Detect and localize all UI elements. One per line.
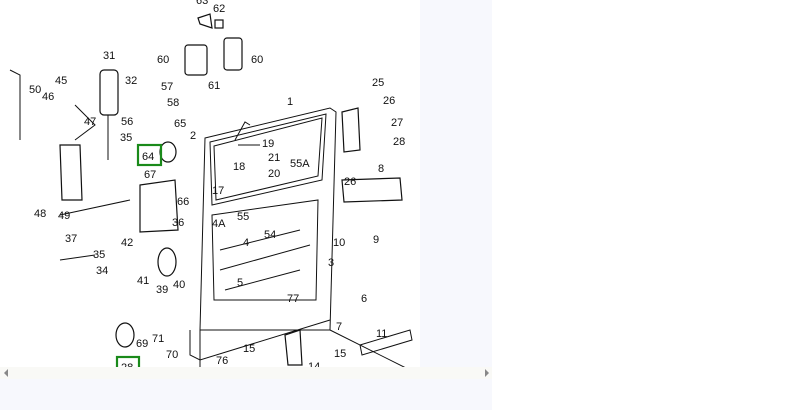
part-label-7[interactable]: 7 (336, 321, 342, 333)
door-frame (189, 107, 413, 367)
part-label-48[interactable]: 48 (34, 208, 46, 220)
part-label-70[interactable]: 70 (166, 349, 178, 361)
part-label-35[interactable]: 35 (93, 249, 105, 261)
part-label-2[interactable]: 2 (190, 130, 196, 142)
part-label-8[interactable]: 8 (378, 163, 384, 175)
part-label-49[interactable]: 49 (58, 210, 70, 222)
part-label-10[interactable]: 10 (333, 237, 345, 249)
part-label-46[interactable]: 46 (42, 91, 54, 103)
part-label-50[interactable]: 50 (29, 84, 41, 96)
part-label-25[interactable]: 25 (372, 77, 384, 89)
part-label-37[interactable]: 37 (65, 233, 77, 245)
part-label-45[interactable]: 45 (55, 75, 67, 87)
part-label-41[interactable]: 41 (137, 275, 149, 287)
part-label-15[interactable]: 15 (243, 343, 255, 355)
part-label-47[interactable]: 47 (84, 116, 96, 128)
part-label-9[interactable]: 9 (373, 234, 379, 246)
part-label-61[interactable]: 61 (208, 80, 220, 92)
part-label-6[interactable]: 6 (361, 293, 367, 305)
part-label-56[interactable]: 56 (121, 116, 133, 128)
highlight-box-28[interactable] (115, 355, 141, 367)
highlight-box-64[interactable] (136, 143, 163, 167)
part-label-19[interactable]: 19 (262, 138, 274, 150)
part-label-65[interactable]: 65 (174, 118, 186, 130)
part-label-4A[interactable]: 4A (212, 218, 226, 230)
part-label-14[interactable]: 14 (308, 361, 320, 367)
part-label-35[interactable]: 35 (120, 132, 132, 144)
part-label-28[interactable]: 28 (393, 136, 405, 148)
part-label-39[interactable]: 39 (156, 284, 168, 296)
highlighted-parts: 64 28 (115, 143, 163, 367)
part-label-57[interactable]: 57 (161, 81, 173, 93)
part-label-11[interactable]: 11 (376, 328, 387, 340)
part-label-1[interactable]: 1 (287, 96, 293, 108)
part-label-60[interactable]: 60 (157, 54, 169, 66)
part-label-4[interactable]: 4 (243, 237, 249, 249)
part-label-5[interactable]: 5 (237, 277, 243, 289)
scroll-left-arrow-icon[interactable] (4, 369, 8, 377)
lock-parts (9, 13, 403, 366)
part-label-64[interactable]: 64 (142, 151, 154, 163)
part-label-26[interactable]: 26 (383, 95, 395, 107)
part-label-15[interactable]: 15 (334, 348, 346, 360)
part-label-62[interactable]: 62 (213, 3, 225, 15)
scroll-right-arrow-icon[interactable] (485, 369, 489, 377)
part-label-71[interactable]: 71 (152, 333, 164, 345)
part-label-17[interactable]: 17 (212, 185, 224, 197)
part-label-58[interactable]: 58 (167, 97, 179, 109)
part-label-69[interactable]: 69 (136, 338, 148, 350)
horizontal-scrollbar[interactable] (0, 367, 492, 379)
part-label-67[interactable]: 67 (144, 169, 156, 181)
part-label-55[interactable]: 55 (237, 211, 249, 223)
part-label-26[interactable]: 26 (344, 176, 356, 188)
part-label-3[interactable]: 3 (328, 257, 334, 269)
part-label-18[interactable]: 18 (233, 161, 245, 173)
part-label-54[interactable]: 54 (264, 229, 276, 241)
part-label-66[interactable]: 66 (177, 196, 189, 208)
part-label-32[interactable]: 32 (125, 75, 137, 87)
part-label-55A[interactable]: 55A (290, 158, 310, 170)
part-label-27[interactable]: 27 (391, 117, 403, 129)
part-label-60[interactable]: 60 (251, 54, 263, 66)
part-label-36[interactable]: 36 (172, 217, 184, 229)
part-label-42[interactable]: 42 (121, 237, 133, 249)
part-label-77[interactable]: 77 (287, 293, 299, 305)
part-label-63[interactable]: 63 (196, 0, 208, 7)
part-label-21[interactable]: 21 (268, 152, 280, 164)
part-label-76[interactable]: 76 (216, 355, 228, 367)
part-label-20[interactable]: 20 (268, 168, 280, 180)
part-label-40[interactable]: 40 (173, 279, 185, 291)
part-label-34[interactable]: 34 (96, 265, 108, 277)
part-label-31[interactable]: 31 (103, 50, 115, 62)
part-label-28[interactable]: 28 (121, 362, 133, 367)
